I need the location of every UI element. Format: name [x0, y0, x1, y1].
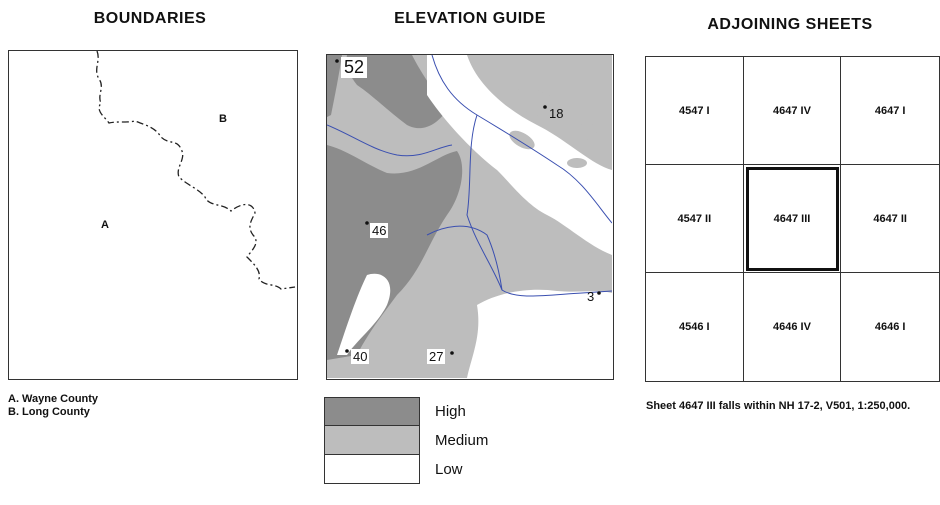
- medium-island-3: [566, 124, 598, 142]
- medium-island-4: [567, 158, 587, 168]
- sheet-cell: 4647 I: [841, 57, 939, 165]
- sheet-cell: 4646 IV: [744, 273, 842, 381]
- elevation-guide-title: ELEVATION GUIDE: [394, 10, 546, 27]
- legend-swatch-high: [324, 397, 420, 426]
- high-elevation-area-north: [346, 55, 447, 129]
- spot-height-dot-40: [345, 349, 349, 353]
- medium-island-2: [509, 130, 535, 150]
- spot-height-dot-18: [543, 105, 547, 109]
- high-elevation-area-strip: [327, 55, 342, 117]
- legend-label-medium: Medium: [435, 432, 489, 449]
- low-elevation-area-south: [467, 289, 612, 378]
- legend-swatch-low: [324, 455, 420, 484]
- stream-west: [327, 124, 453, 157]
- low-elevation-area-corridor: [337, 273, 391, 355]
- spot-height-dot-3: [597, 291, 601, 295]
- adjoining-sheets-title: ADJOINING SHEETS: [707, 16, 873, 33]
- stream-central: [466, 114, 612, 297]
- medium-island-1: [512, 88, 562, 118]
- sheet-cell: 4647 II: [841, 165, 939, 273]
- adjoining-sheets-grid: 4547 I 4647 IV 4647 I 4547 II 4647 III 4…: [645, 56, 940, 382]
- county-notes: A. Wayne County B. Long County: [8, 393, 98, 419]
- elevation-map: 52 18 46 3 40 27: [326, 54, 614, 380]
- legend-swatch-medium: [324, 426, 420, 455]
- elevation-svg: [327, 55, 612, 378]
- spot-height-label-46: 46: [370, 223, 389, 238]
- spot-height-label-18: 18: [549, 106, 564, 121]
- legend-label-high: High: [435, 403, 466, 420]
- sheet-cell: 4546 I: [646, 273, 744, 381]
- sheet-note: Sheet 4647 III falls within NH 17-2, V50…: [646, 400, 911, 412]
- spot-height-label-40: 40: [351, 349, 370, 364]
- region-label-a: A: [101, 219, 109, 231]
- sheet-cell: 4547 II: [646, 165, 744, 273]
- stream-north: [431, 55, 612, 224]
- spot-height-label-52: 52: [341, 57, 368, 78]
- region-label-b: B: [219, 113, 227, 125]
- sheet-cell: 4646 I: [874, 321, 906, 333]
- spot-height-dot-52: [335, 59, 339, 63]
- stream-tributary: [426, 225, 503, 291]
- boundaries-map: B A: [8, 50, 298, 380]
- county-note-b: B. Long County: [8, 406, 90, 418]
- current-sheet-cell: 4647 III: [743, 165, 842, 273]
- spot-height-dot-27: [450, 351, 454, 355]
- sheet-cell: 4547 I: [646, 57, 744, 165]
- spot-height-label-27: 27: [427, 349, 446, 364]
- county-note-a: A. Wayne County: [8, 393, 99, 405]
- county-boundary-line: [96, 51, 296, 290]
- county-boundary-svg: [96, 51, 296, 290]
- low-elevation-area-valley: [427, 55, 612, 255]
- sheet-cell: 4647 IV: [743, 57, 842, 165]
- legend-label-low: Low: [435, 461, 463, 478]
- boundaries-title: BOUNDARIES: [93, 10, 207, 27]
- spot-height-label-3: 3: [587, 289, 595, 304]
- spot-height-dot-46: [365, 221, 369, 225]
